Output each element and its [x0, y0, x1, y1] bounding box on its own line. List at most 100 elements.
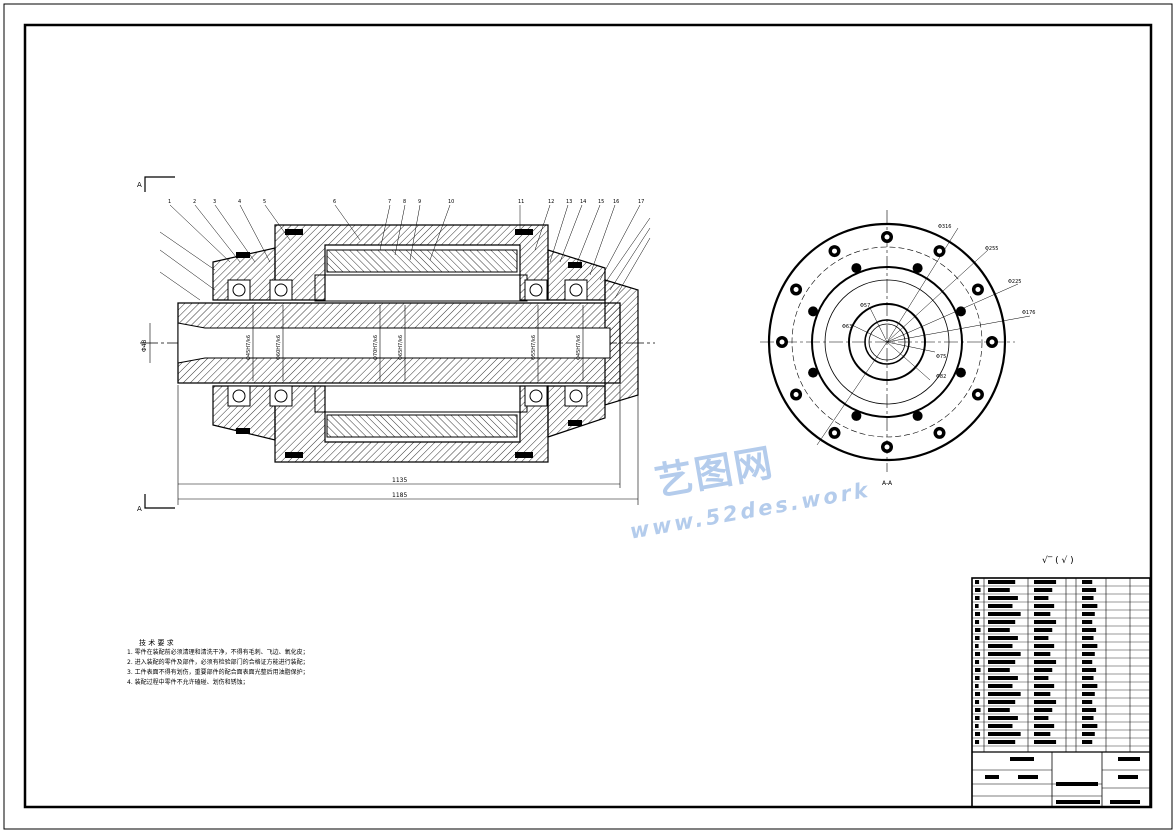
- note-item-4: 4. 装配过程中零件不允许磕碰、划伤和锈蚀；: [127, 679, 249, 686]
- bolt-hole-center: [779, 339, 785, 345]
- title-block-text-mark: [988, 580, 1016, 584]
- section-marker-bottom: A: [137, 505, 142, 513]
- bolt-hole-center: [832, 248, 837, 254]
- title-block-text-mark: [988, 644, 1013, 648]
- title-block-text-mark: [1082, 588, 1097, 592]
- part-number-5: 5: [263, 199, 266, 205]
- title-block-text-mark: [1082, 668, 1097, 672]
- bolt-hole-center: [937, 248, 942, 254]
- part-number-17: 17: [638, 199, 644, 205]
- part-number-15: 15: [598, 199, 604, 205]
- notes-title: 技 术 要 求: [139, 639, 174, 647]
- dim-bore: Φ48: [141, 339, 148, 352]
- title-block-text-mark: [1034, 660, 1057, 664]
- title-block-text-mark: [975, 596, 980, 600]
- inner-bolt-hole: [912, 410, 923, 421]
- title-block-text-mark: [1118, 775, 1138, 779]
- title-block-text-mark: [975, 724, 979, 728]
- title-block-text-mark: [1034, 636, 1049, 640]
- title-block-text-mark: [1082, 700, 1093, 704]
- inner-bolt-hole: [955, 367, 966, 378]
- title-block-text-mark: [988, 740, 1016, 744]
- section-marker-top: A: [137, 181, 142, 189]
- title-block-text-mark: [1034, 716, 1049, 720]
- inner-bolt-hole: [912, 263, 923, 274]
- dim-pcd4: Φ176: [1022, 310, 1035, 316]
- title-block-text-mark: [1034, 676, 1049, 680]
- section-view-a-a: Φ316 Φ255 Φ225 Φ176 Φ57 Φ63 Φ75 Φ82 A-A: [760, 210, 1035, 487]
- title-block-text-mark: [975, 684, 979, 688]
- title-block-text-mark: [1082, 708, 1097, 712]
- title-block-text-mark: [1018, 775, 1038, 779]
- title-block-text-mark: [975, 668, 981, 672]
- note-item-2: 2. 进入装配的零件及部件，必须有检验部门的合格证方能进行装配；: [127, 659, 309, 666]
- bolt-hole-center: [884, 444, 890, 450]
- title-block-text-mark: [988, 668, 1010, 672]
- part-number-11: 11: [518, 199, 524, 205]
- title-block-text-mark: [1082, 724, 1098, 728]
- part-number-9: 9: [418, 199, 421, 205]
- title-block-text-mark: [1034, 596, 1049, 600]
- title-block-text-mark: [988, 708, 1010, 712]
- title-block-text-mark: [1082, 620, 1093, 624]
- bolt-hole-center: [989, 339, 995, 345]
- fit-label-5: Φ55H7/k6: [531, 335, 537, 360]
- title-block-text-mark: [975, 620, 980, 624]
- title-block-text-mark: [988, 588, 1010, 592]
- bolt-hole-center: [793, 287, 799, 292]
- title-block-text-mark: [1082, 716, 1094, 720]
- title-block-text-mark: [988, 604, 1013, 608]
- title-block-text-mark: [975, 588, 981, 592]
- part-number-4: 4: [238, 199, 241, 205]
- title-block-text-mark: [1082, 604, 1098, 608]
- title-block-text-mark: [988, 724, 1013, 728]
- title-block-text-mark: [975, 628, 981, 632]
- title-block-text-mark: [1034, 684, 1055, 688]
- title-block-text-mark: [975, 740, 980, 744]
- part-number-13: 13: [566, 199, 572, 205]
- title-block-text-mark: [1082, 652, 1095, 656]
- bolt-hole-center: [975, 287, 981, 292]
- title-block-text-mark: [1056, 782, 1098, 786]
- part-number-7: 7: [388, 199, 391, 205]
- dim-small3: Φ75: [936, 354, 946, 360]
- dim-length-inner: 1135: [392, 477, 407, 484]
- title-block-text-mark: [975, 660, 980, 664]
- surface-roughness-symbol: √‾ ( √ ): [1042, 556, 1074, 566]
- title-block-text-mark: [988, 684, 1013, 688]
- title-block-text-mark: [975, 676, 980, 680]
- title-block-text-mark: [1082, 596, 1094, 600]
- spindle-section-view: A A Φ48 Φ45H7/k6 Φ60H7/k6 Φ70H7/k6 Φ65H7…: [137, 176, 655, 513]
- title-block-text-mark: [975, 612, 981, 616]
- title-block-text-mark: [988, 628, 1010, 632]
- title-block-text-mark: [975, 604, 979, 608]
- section-label: A-A: [882, 480, 893, 487]
- inner-bolt-hole: [851, 410, 862, 421]
- title-block-text-mark: [1034, 740, 1057, 744]
- title-block-text-mark: [1034, 604, 1055, 608]
- title-block-text-mark: [988, 596, 1018, 600]
- inner-bolt-hole: [808, 367, 819, 378]
- inner-bolt-hole: [851, 263, 862, 274]
- inner-bolt-hole: [808, 306, 819, 317]
- part-number-2: 2: [193, 199, 196, 205]
- dim-pcd2: Φ255: [985, 246, 998, 252]
- part-number-8: 8: [403, 199, 406, 205]
- title-block-text-mark: [1082, 644, 1098, 648]
- title-block-text-mark: [975, 732, 981, 736]
- title-block-text-mark: [1034, 668, 1053, 672]
- fit-label-4: Φ65H7/k6: [398, 335, 404, 360]
- title-block-text-mark: [988, 692, 1021, 696]
- title-block-text-mark: [1034, 732, 1051, 736]
- title-block-text-mark: [1034, 612, 1051, 616]
- title-block-text-mark: [988, 676, 1018, 680]
- title-block: [971, 577, 1151, 808]
- dim-small4: Φ82: [936, 374, 946, 380]
- title-block-text-mark: [988, 732, 1021, 736]
- title-block-text-mark: [988, 620, 1016, 624]
- dim-small1: Φ57: [860, 303, 870, 309]
- fit-label-2: Φ60H7/k6: [276, 335, 282, 360]
- title-block-text-mark: [1082, 628, 1097, 632]
